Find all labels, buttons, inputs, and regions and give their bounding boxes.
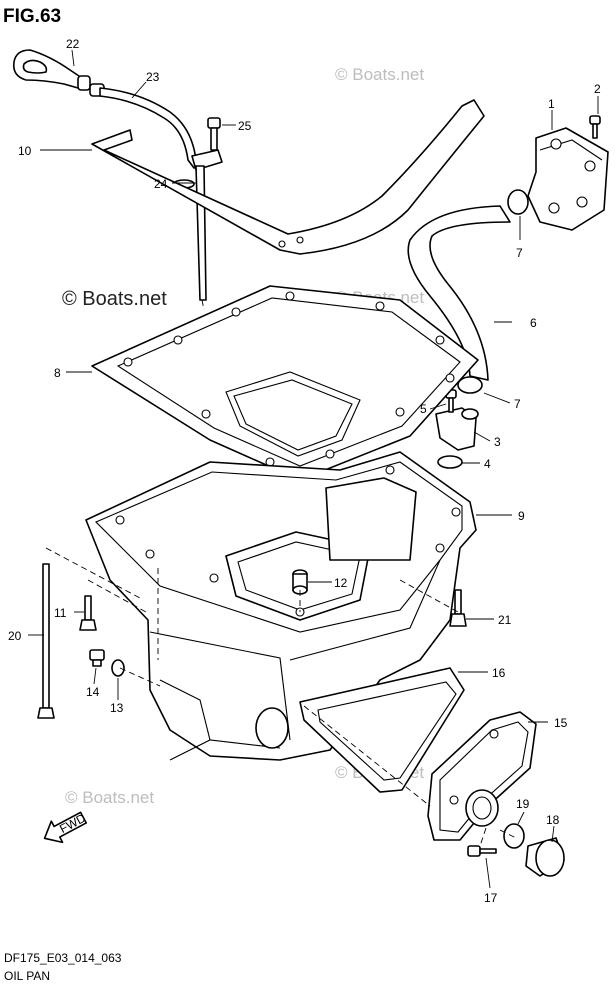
callout-16: 16: [492, 666, 506, 680]
callout-7: 7: [516, 246, 523, 260]
bolt-part-21: [449, 589, 467, 627]
callout-23: 23: [146, 70, 160, 84]
bracket-part-1: [527, 127, 609, 231]
callout-11: 11: [54, 606, 67, 620]
drain-plug-part-18: [525, 837, 565, 877]
bolt-part-17: [467, 845, 497, 857]
callout-19: 19: [516, 797, 530, 811]
gasket-part-19: [503, 823, 525, 849]
gasket-part-16: [299, 667, 465, 793]
watermark: © Boats.net: [65, 788, 154, 807]
callout-10: 10: [18, 144, 32, 158]
assembly-line: [87, 579, 147, 613]
hose-part-6: [407, 205, 511, 381]
baffle-plate-part-10: [91, 99, 485, 255]
dipstick-part-22: [12, 49, 105, 97]
callout-21: 21: [498, 613, 512, 627]
callout-2: 2: [594, 82, 601, 96]
cover-part-15: [427, 711, 537, 841]
fwd-arrow: FWD: [43, 811, 88, 844]
callout-3: 3: [494, 435, 501, 449]
oil-pan-part-9: [85, 451, 477, 761]
figure-title: FIG.63: [3, 6, 61, 27]
figure-name: OIL PAN: [4, 969, 50, 983]
figure-code: DF175_E03_014_063: [4, 951, 122, 965]
assembly-line: [45, 547, 141, 599]
callout-20: 20: [8, 629, 22, 643]
callout-22: 22: [66, 37, 80, 51]
assembly-line: [303, 705, 431, 807]
callout-14: 14: [86, 685, 100, 699]
callout-4: 4: [484, 457, 491, 471]
callout-12: 12: [334, 576, 348, 590]
bolt-part-11: [79, 595, 97, 631]
o-ring-part-4: [437, 455, 463, 469]
gasket-part-8: [91, 285, 479, 481]
leader-lines: [28, 49, 599, 889]
callout-18: 18: [546, 813, 560, 827]
callout-6: 6: [530, 316, 537, 330]
bolt-part-25: [207, 117, 221, 151]
dipstick-guide-tube-part-23: [99, 87, 223, 301]
bolt-part-20: [37, 563, 55, 719]
fwd-label: FWD: [57, 811, 88, 836]
callout-5: 5: [420, 402, 427, 416]
watermark-large: © Boats.net: [62, 288, 167, 310]
callout-25: 25: [238, 119, 252, 133]
assembly-line: [399, 579, 459, 613]
callout-17: 17: [484, 891, 498, 905]
bolt-part-2: [589, 115, 601, 139]
callout-24: 24: [154, 177, 168, 191]
callout-15: 15: [554, 716, 568, 730]
bolt-part-14: [89, 649, 105, 667]
assembly-line: [479, 827, 487, 847]
assembly-line: [499, 829, 517, 839]
callout-1: 1: [548, 97, 555, 111]
watermark: © Boats.net: [335, 65, 424, 84]
washer-part-13: [111, 659, 125, 677]
hose-clamp-part-7: [457, 376, 483, 394]
callout-13: 13: [110, 701, 124, 715]
assembly-line: [201, 299, 205, 311]
union-part-3: [435, 407, 479, 451]
callout-7: 7: [514, 397, 521, 411]
callout-8: 8: [54, 366, 61, 380]
assembly-line: [119, 667, 161, 687]
callout-9: 9: [518, 509, 525, 523]
hose-clamp-part-7: [507, 189, 529, 215]
